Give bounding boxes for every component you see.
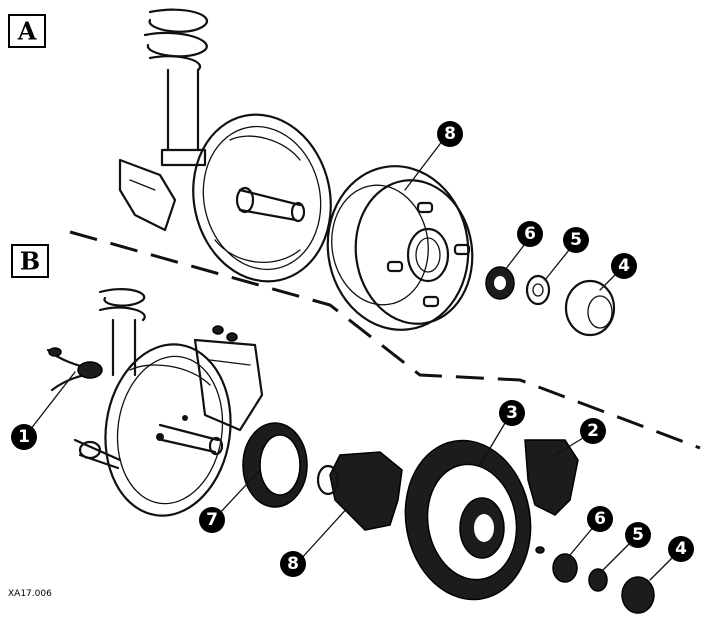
knuckle-b <box>73 338 264 470</box>
locking-cap-b <box>552 553 578 583</box>
callout-brake-drum-a: 8 <box>437 121 463 147</box>
leader-7-b <box>217 469 261 516</box>
svg-text:5: 5 <box>632 525 644 545</box>
svg-text:2: 2 <box>587 421 599 441</box>
spindle-b <box>156 415 224 456</box>
callout-grease-cap-a: 4 <box>611 253 637 279</box>
leader-3-b <box>479 417 509 466</box>
callout-grease-cap-b: 4 <box>668 536 694 562</box>
caliper-b <box>524 439 579 516</box>
callout-disc-rotor-b: 3 <box>499 400 525 426</box>
svg-text:1: 1 <box>18 427 30 447</box>
grease-cap-a <box>564 279 616 337</box>
reference-code: XA17.006 <box>8 589 52 599</box>
coil-spring-b <box>98 288 146 322</box>
leader-4-b <box>649 554 676 581</box>
hub-nut-b <box>588 568 608 592</box>
backing-plate-a <box>192 113 332 283</box>
svg-text:3: 3 <box>506 403 518 423</box>
leader-8-b <box>299 504 351 561</box>
leader-6-b <box>569 524 596 556</box>
disc-rotor-b <box>404 439 545 601</box>
svg-text:6: 6 <box>524 224 536 244</box>
svg-text:7: 7 <box>206 510 218 530</box>
bearing-ring-b <box>242 422 308 508</box>
svg-text:5: 5 <box>570 230 582 250</box>
svg-text:4: 4 <box>675 539 687 559</box>
splash-shield-b <box>104 343 232 517</box>
svg-text:6: 6 <box>594 509 606 529</box>
strut-a <box>160 68 207 167</box>
svg-text:B: B <box>20 247 40 276</box>
section-divider <box>69 230 701 450</box>
grease-cap-b <box>621 576 655 614</box>
callout-bearing-ring-b: 7 <box>199 507 225 533</box>
leader-8-a <box>404 139 444 191</box>
callout-caliper-b: 2 <box>580 418 606 444</box>
panel-label-b: B <box>11 244 49 278</box>
svg-text:4: 4 <box>618 256 630 276</box>
knuckle-a <box>118 158 177 232</box>
leader-5-a <box>544 244 574 281</box>
callout-hub-nut-a: 5 <box>563 227 589 253</box>
coil-spring-a <box>143 8 208 72</box>
strut-b <box>111 318 137 377</box>
stub-axle-a <box>235 186 306 223</box>
callout-locking-cap-b: 6 <box>587 506 613 532</box>
callout-brake-line-b: 1 <box>11 424 37 450</box>
callout-hub-b: 8 <box>280 551 306 577</box>
svg-text:8: 8 <box>444 124 456 144</box>
leader-5-b <box>602 539 634 571</box>
hub-nut-a <box>525 274 551 306</box>
svg-text:8: 8 <box>287 554 299 574</box>
hub-b <box>316 451 403 531</box>
svg-text:A: A <box>17 17 37 46</box>
locking-cap-a <box>485 266 515 300</box>
leader-1-b <box>29 371 76 431</box>
callout-hub-nut-b: 5 <box>625 522 651 548</box>
brake-drum-a <box>326 165 474 331</box>
callout-locking-cap-a: 6 <box>517 221 543 247</box>
panel-label-a: A <box>8 14 46 48</box>
brake-line-b <box>46 325 238 392</box>
